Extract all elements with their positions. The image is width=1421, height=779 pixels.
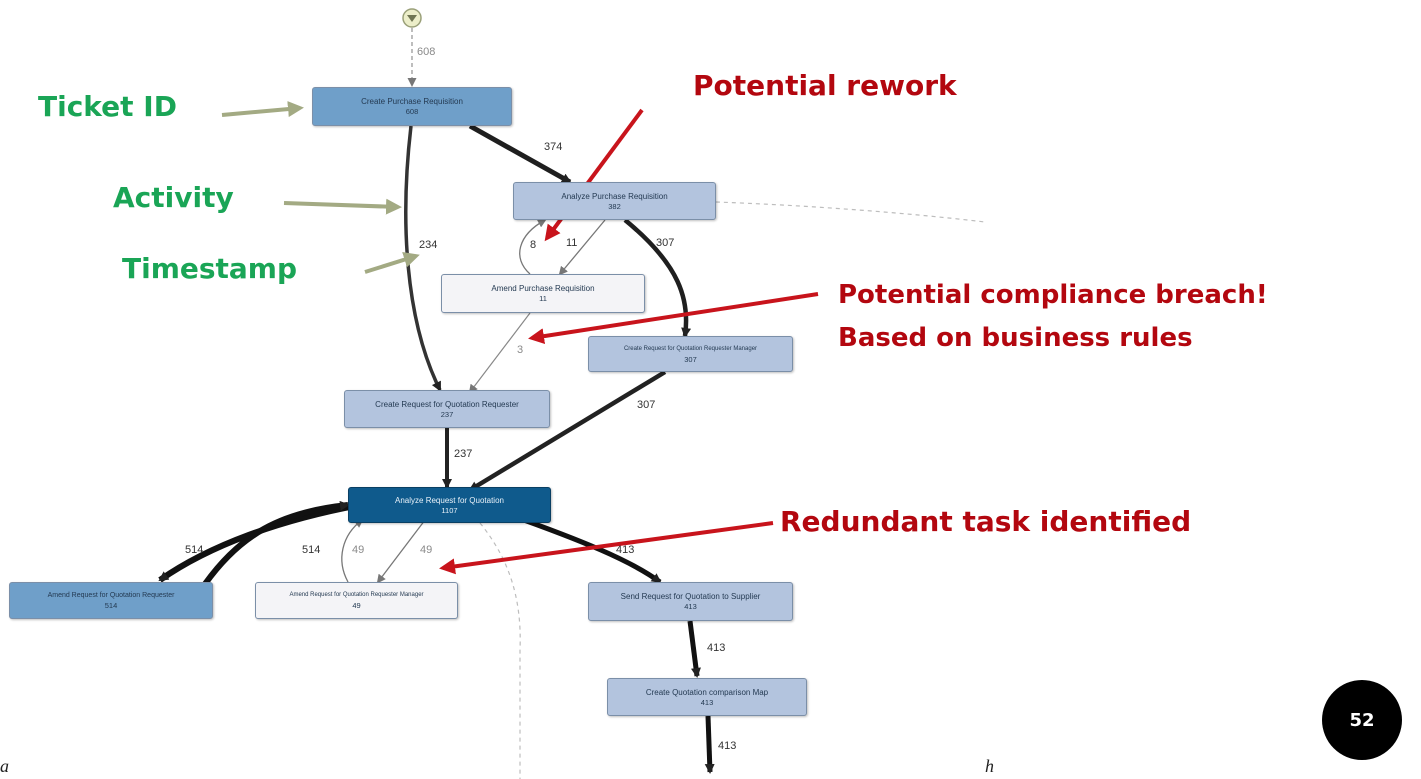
stray-mark-left: a <box>0 756 9 776</box>
annotation-ticket-id: Ticket ID <box>38 90 177 123</box>
edge-label-arq-amrqr: 514 <box>185 544 204 556</box>
annotation-redundant-task: Redundant task identified <box>780 505 1192 538</box>
node-amend-rfq-requester-manager[interactable]: Amend Request for Quotation Requester Ma… <box>255 582 458 619</box>
node-create-rfq-requester[interactable]: Create Request for Quotation Requester 2… <box>344 390 550 428</box>
node-create-purchase-requisition[interactable]: Create Purchase Requisition 608 <box>312 87 512 126</box>
node-count: 1107 <box>441 505 458 515</box>
edge-amrqr-to-arq <box>202 500 350 586</box>
node-send-rfq-to-supplier[interactable]: Send Request for Quotation to Supplier 4… <box>588 582 793 621</box>
edge-label-amrqrm-arq: 49 <box>352 544 365 556</box>
edge-cpr-to-apr <box>468 123 572 185</box>
edge-label-amendpr-crqr: 3 <box>517 344 524 356</box>
edge-label-start: 608 <box>417 46 436 58</box>
node-count: 382 <box>608 201 621 211</box>
edge-arq-to-amrqr <box>158 502 361 583</box>
node-count: 49 <box>352 601 361 610</box>
edge-label-cpr-apr: 374 <box>544 141 563 153</box>
edge-amendpr-to-apr <box>519 219 547 275</box>
node-label: Analyze Request for Quotation <box>395 495 504 505</box>
edge-amrqrm-to-arq <box>341 518 364 583</box>
edge-dashed-down <box>479 522 521 779</box>
edge-label-cpr-crqr: 234 <box>419 239 438 251</box>
node-count: 237 <box>440 409 454 419</box>
activity-arrow <box>283 198 402 215</box>
edge-dashed-right <box>715 201 986 223</box>
node-analyze-rfq[interactable]: Analyze Request for Quotation 1107 <box>348 487 551 523</box>
edge-label-amrqr-arq: 514 <box>302 544 321 556</box>
edge-label-cqcm-end: 413 <box>718 740 737 752</box>
node-label: Amend Purchase Requisition <box>491 284 595 293</box>
node-create-rfq-requester-manager[interactable]: Create Request for Quotation Requester M… <box>588 336 793 372</box>
annotation-compliance-line1: Potential compliance breach! <box>838 280 1268 310</box>
stray-mark-right: h <box>985 756 994 776</box>
edge-label-arq-srqs: 413 <box>616 544 635 556</box>
node-count: 413 <box>684 602 697 611</box>
timestamp-arrow <box>364 251 420 274</box>
edge-label-crqm-arq: 307 <box>637 399 656 411</box>
edge-amendpr-to-crqr <box>468 312 531 394</box>
annotation-activity: Activity <box>113 181 234 214</box>
node-count: 514 <box>104 601 118 610</box>
edge-apr-to-crqm <box>623 218 692 338</box>
node-analyze-purchase-requisition[interactable]: Analyze Purchase Requisition 382 <box>513 182 716 220</box>
node-label: Create Request for Quotation Requester M… <box>623 345 758 352</box>
edge-label-srqs-cqcm: 413 <box>707 642 726 654</box>
annotation-compliance-line2: Based on business rules <box>838 323 1193 353</box>
node-count: 413 <box>700 697 714 707</box>
edge-arq-to-srqs <box>509 512 662 585</box>
page-number-badge: 52 <box>1322 680 1402 760</box>
edge-label-apr-crqm: 307 <box>656 237 675 249</box>
edge-label-arq-amrqrm: 49 <box>420 544 433 556</box>
edge-apr-to-amendpr <box>558 219 606 276</box>
ticket-id-arrow <box>221 101 304 118</box>
node-count: 608 <box>405 107 419 116</box>
node-amend-rfq-requester[interactable]: Amend Request for Quotation Requester 51… <box>9 582 213 619</box>
node-count: 307 <box>684 354 697 364</box>
node-label: Send Request for Quotation to Supplier <box>620 592 761 601</box>
annotation-potential-rework: Potential rework <box>693 69 957 102</box>
compliance-arrow <box>528 292 819 345</box>
edge-label-crqr-arq: 237 <box>454 448 473 460</box>
edge-label-amendpr-apr: 8 <box>530 239 537 251</box>
edge-arq-to-amrqrm <box>376 519 426 584</box>
edge-crqm-to-arq <box>468 370 667 492</box>
node-label: Amend Request for Quotation Requester Ma… <box>289 592 424 598</box>
node-create-quotation-comparison-map[interactable]: Create Quotation comparison Map 413 <box>607 678 807 716</box>
edge-cqcm-to-end <box>704 715 715 774</box>
edge-srqs-to-cqcm <box>687 620 701 678</box>
node-label: Create Purchase Requisition <box>361 97 463 106</box>
edge-label-apr-amendpr: 11 <box>566 237 578 249</box>
node-amend-purchase-requisition[interactable]: Amend Purchase Requisition 11 <box>441 274 645 313</box>
node-label: Create Request for Quotation Requester <box>375 399 519 409</box>
node-label: Amend Request for Quotation Requester <box>47 592 175 599</box>
redundant-arrow <box>439 521 774 575</box>
node-label: Create Quotation comparison Map <box>645 687 769 697</box>
node-label: Analyze Purchase Requisition <box>561 191 668 201</box>
node-count: 11 <box>539 294 547 303</box>
start-event-icon <box>402 8 422 28</box>
annotation-timestamp: Timestamp <box>122 252 298 285</box>
